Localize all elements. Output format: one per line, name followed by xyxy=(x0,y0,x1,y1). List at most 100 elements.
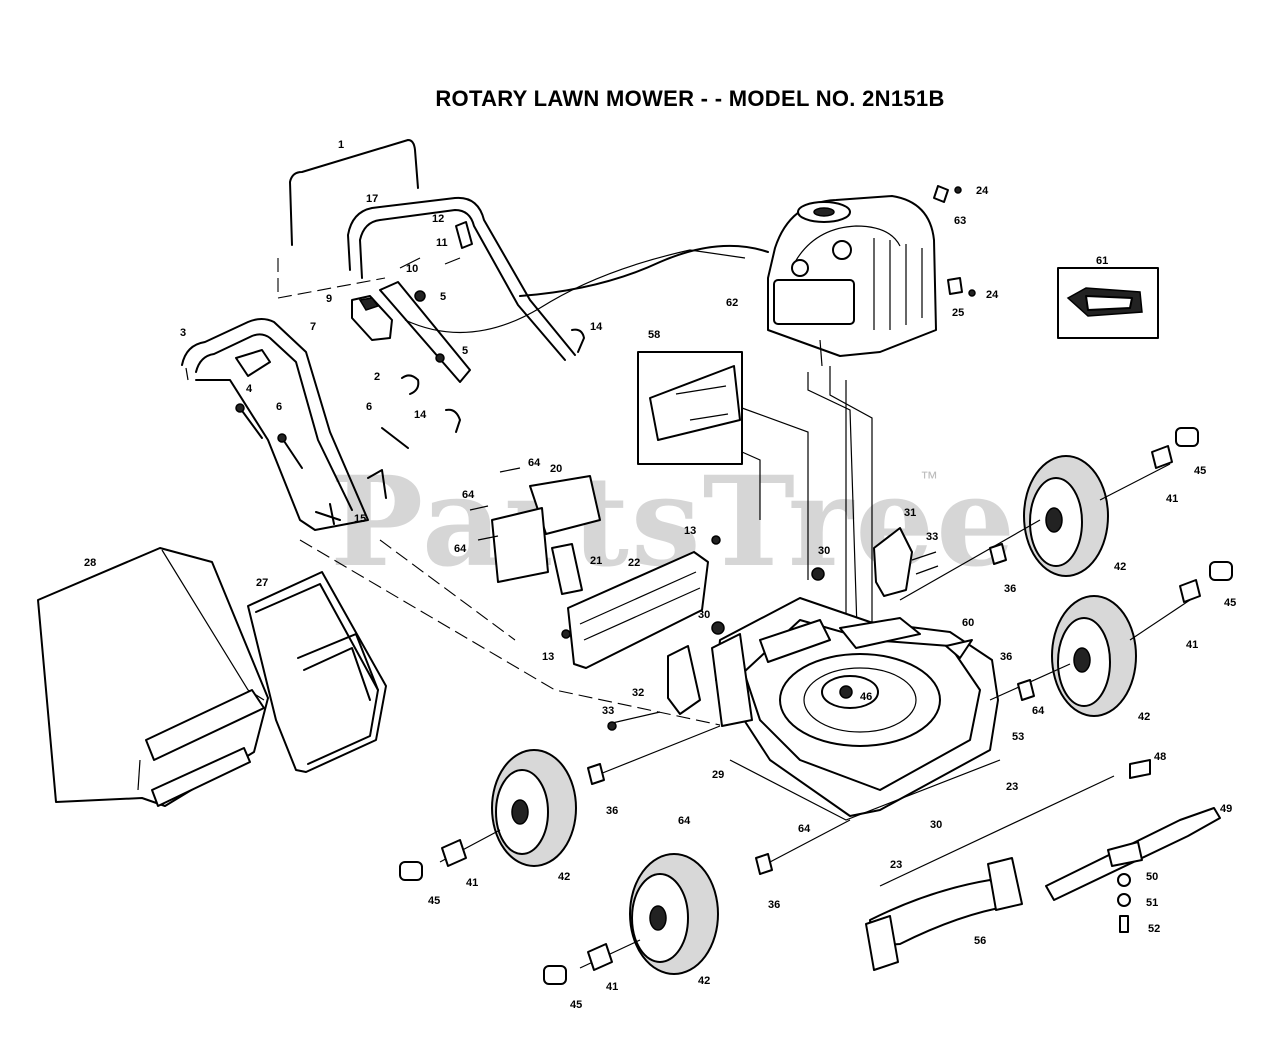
part-bag-frame xyxy=(247,571,387,773)
callout-label: 17 xyxy=(366,193,378,205)
callout-label: 2 xyxy=(374,371,380,383)
part-brackets-deck xyxy=(607,527,939,731)
callout-label: 9 xyxy=(326,293,332,305)
callout-label: 64 xyxy=(462,489,475,501)
callout-label: 30 xyxy=(930,819,942,831)
part-clips xyxy=(315,328,585,525)
part-rear-plate xyxy=(561,535,721,669)
callout-label: 36 xyxy=(1004,583,1016,595)
page-title: ROTARY LAWN MOWER - - MODEL NO. 2N151B xyxy=(435,86,945,111)
callout-label: 64 xyxy=(678,815,691,827)
callout-label: 23 xyxy=(1006,781,1018,793)
callout-label: 42 xyxy=(1138,711,1150,723)
callout-label: 33 xyxy=(602,705,614,717)
wheel-front-left xyxy=(439,725,721,867)
callout-label: 60 xyxy=(962,617,974,629)
part-callouts: 1 17 12 11 10 9 5 7 3 4 6 2 6 5 14 14 15… xyxy=(84,139,1236,1011)
callout-label: 58 xyxy=(648,329,660,341)
part-blade-assembly xyxy=(879,759,1221,933)
guide-line xyxy=(379,539,516,641)
callout-label: 48 xyxy=(1154,751,1166,763)
part-handle-brackets xyxy=(351,221,473,383)
part-engine xyxy=(767,185,976,367)
callout-label: 50 xyxy=(1146,871,1158,883)
callout-label: 22 xyxy=(628,557,640,569)
part-upper-handle xyxy=(347,196,576,361)
callout-label: 41 xyxy=(606,981,618,993)
callout-label: 64 xyxy=(1032,705,1045,717)
callout-label: 46 xyxy=(860,691,872,703)
callout-label: 23 xyxy=(890,859,902,871)
part-baffle xyxy=(865,857,1023,971)
wheel-rear-lower xyxy=(989,595,1191,717)
callout-label: 25 xyxy=(952,307,964,319)
callout-label: 33 xyxy=(926,531,938,543)
callout-label: 63 xyxy=(954,215,966,227)
callout-label: 12 xyxy=(432,213,444,225)
callout-label: 36 xyxy=(1000,651,1012,663)
control-cable xyxy=(519,244,769,297)
callout-label: 13 xyxy=(684,525,696,537)
callout-label: 6 xyxy=(276,401,282,413)
callout-label: 64 xyxy=(528,457,541,469)
callout-label: 42 xyxy=(698,975,710,987)
callout-label: 20 xyxy=(550,463,562,475)
callout-label: 41 xyxy=(1186,639,1198,651)
callout-label: 3 xyxy=(180,327,186,339)
callout-label: 56 xyxy=(974,935,986,947)
callout-label: 32 xyxy=(632,687,644,699)
part-grass-bag xyxy=(37,547,269,807)
callout-label: 42 xyxy=(558,871,570,883)
wheel-front-right xyxy=(579,819,851,975)
wheel-rear-upper xyxy=(899,455,1171,601)
callout-label: 15 xyxy=(354,513,366,525)
callout-label: 11 xyxy=(436,237,448,249)
callout-label: 31 xyxy=(904,507,916,519)
part-lower-handle xyxy=(181,318,369,531)
callout-label: 42 xyxy=(1114,561,1126,573)
control-cable xyxy=(404,249,746,334)
part-box-61 xyxy=(1057,267,1159,339)
callout-label: 5 xyxy=(462,345,468,357)
callout-label: 52 xyxy=(1148,923,1160,935)
callout-label: 27 xyxy=(256,577,268,589)
callout-label: 36 xyxy=(606,805,618,817)
part-bolts xyxy=(235,403,409,469)
callout-label: 53 xyxy=(1012,731,1024,743)
guide-line xyxy=(829,366,873,660)
part-box-58 xyxy=(637,351,809,580)
trademark-symbol: ™ xyxy=(920,468,938,488)
callout-label: 5 xyxy=(440,291,446,303)
callout-label: 45 xyxy=(1194,465,1206,477)
callout-label: 45 xyxy=(428,895,440,907)
callout-label: 13 xyxy=(542,651,554,663)
callout-label: 45 xyxy=(570,999,582,1011)
guide-line xyxy=(299,539,721,726)
callout-label: 29 xyxy=(712,769,724,781)
callout-label: 30 xyxy=(698,609,710,621)
callout-label: 4 xyxy=(246,383,253,395)
callout-label: 28 xyxy=(84,557,96,569)
callout-label: 64 xyxy=(454,543,467,555)
callout-label: 64 xyxy=(798,823,811,835)
part-control-bail xyxy=(277,139,419,299)
callout-label: 21 xyxy=(590,555,602,567)
callout-label: 41 xyxy=(466,877,478,889)
callout-label: 51 xyxy=(1146,897,1158,909)
callout-label: 6 xyxy=(366,401,372,413)
callout-label: 14 xyxy=(590,321,603,333)
callout-label: 62 xyxy=(726,297,738,309)
callout-label: 36 xyxy=(768,899,780,911)
callout-label: 24 xyxy=(986,289,999,301)
callout-label: 1 xyxy=(338,139,344,151)
part-spacers-caps xyxy=(399,427,1233,985)
callout-label: 49 xyxy=(1220,803,1232,815)
callout-label: 30 xyxy=(818,545,830,557)
callout-label: 41 xyxy=(1166,493,1178,505)
callout-label: 14 xyxy=(414,409,427,421)
callout-label: 45 xyxy=(1224,597,1236,609)
part-brackets-20-21 xyxy=(469,467,601,595)
callout-label: 24 xyxy=(976,185,989,197)
callout-label: 10 xyxy=(406,263,418,275)
